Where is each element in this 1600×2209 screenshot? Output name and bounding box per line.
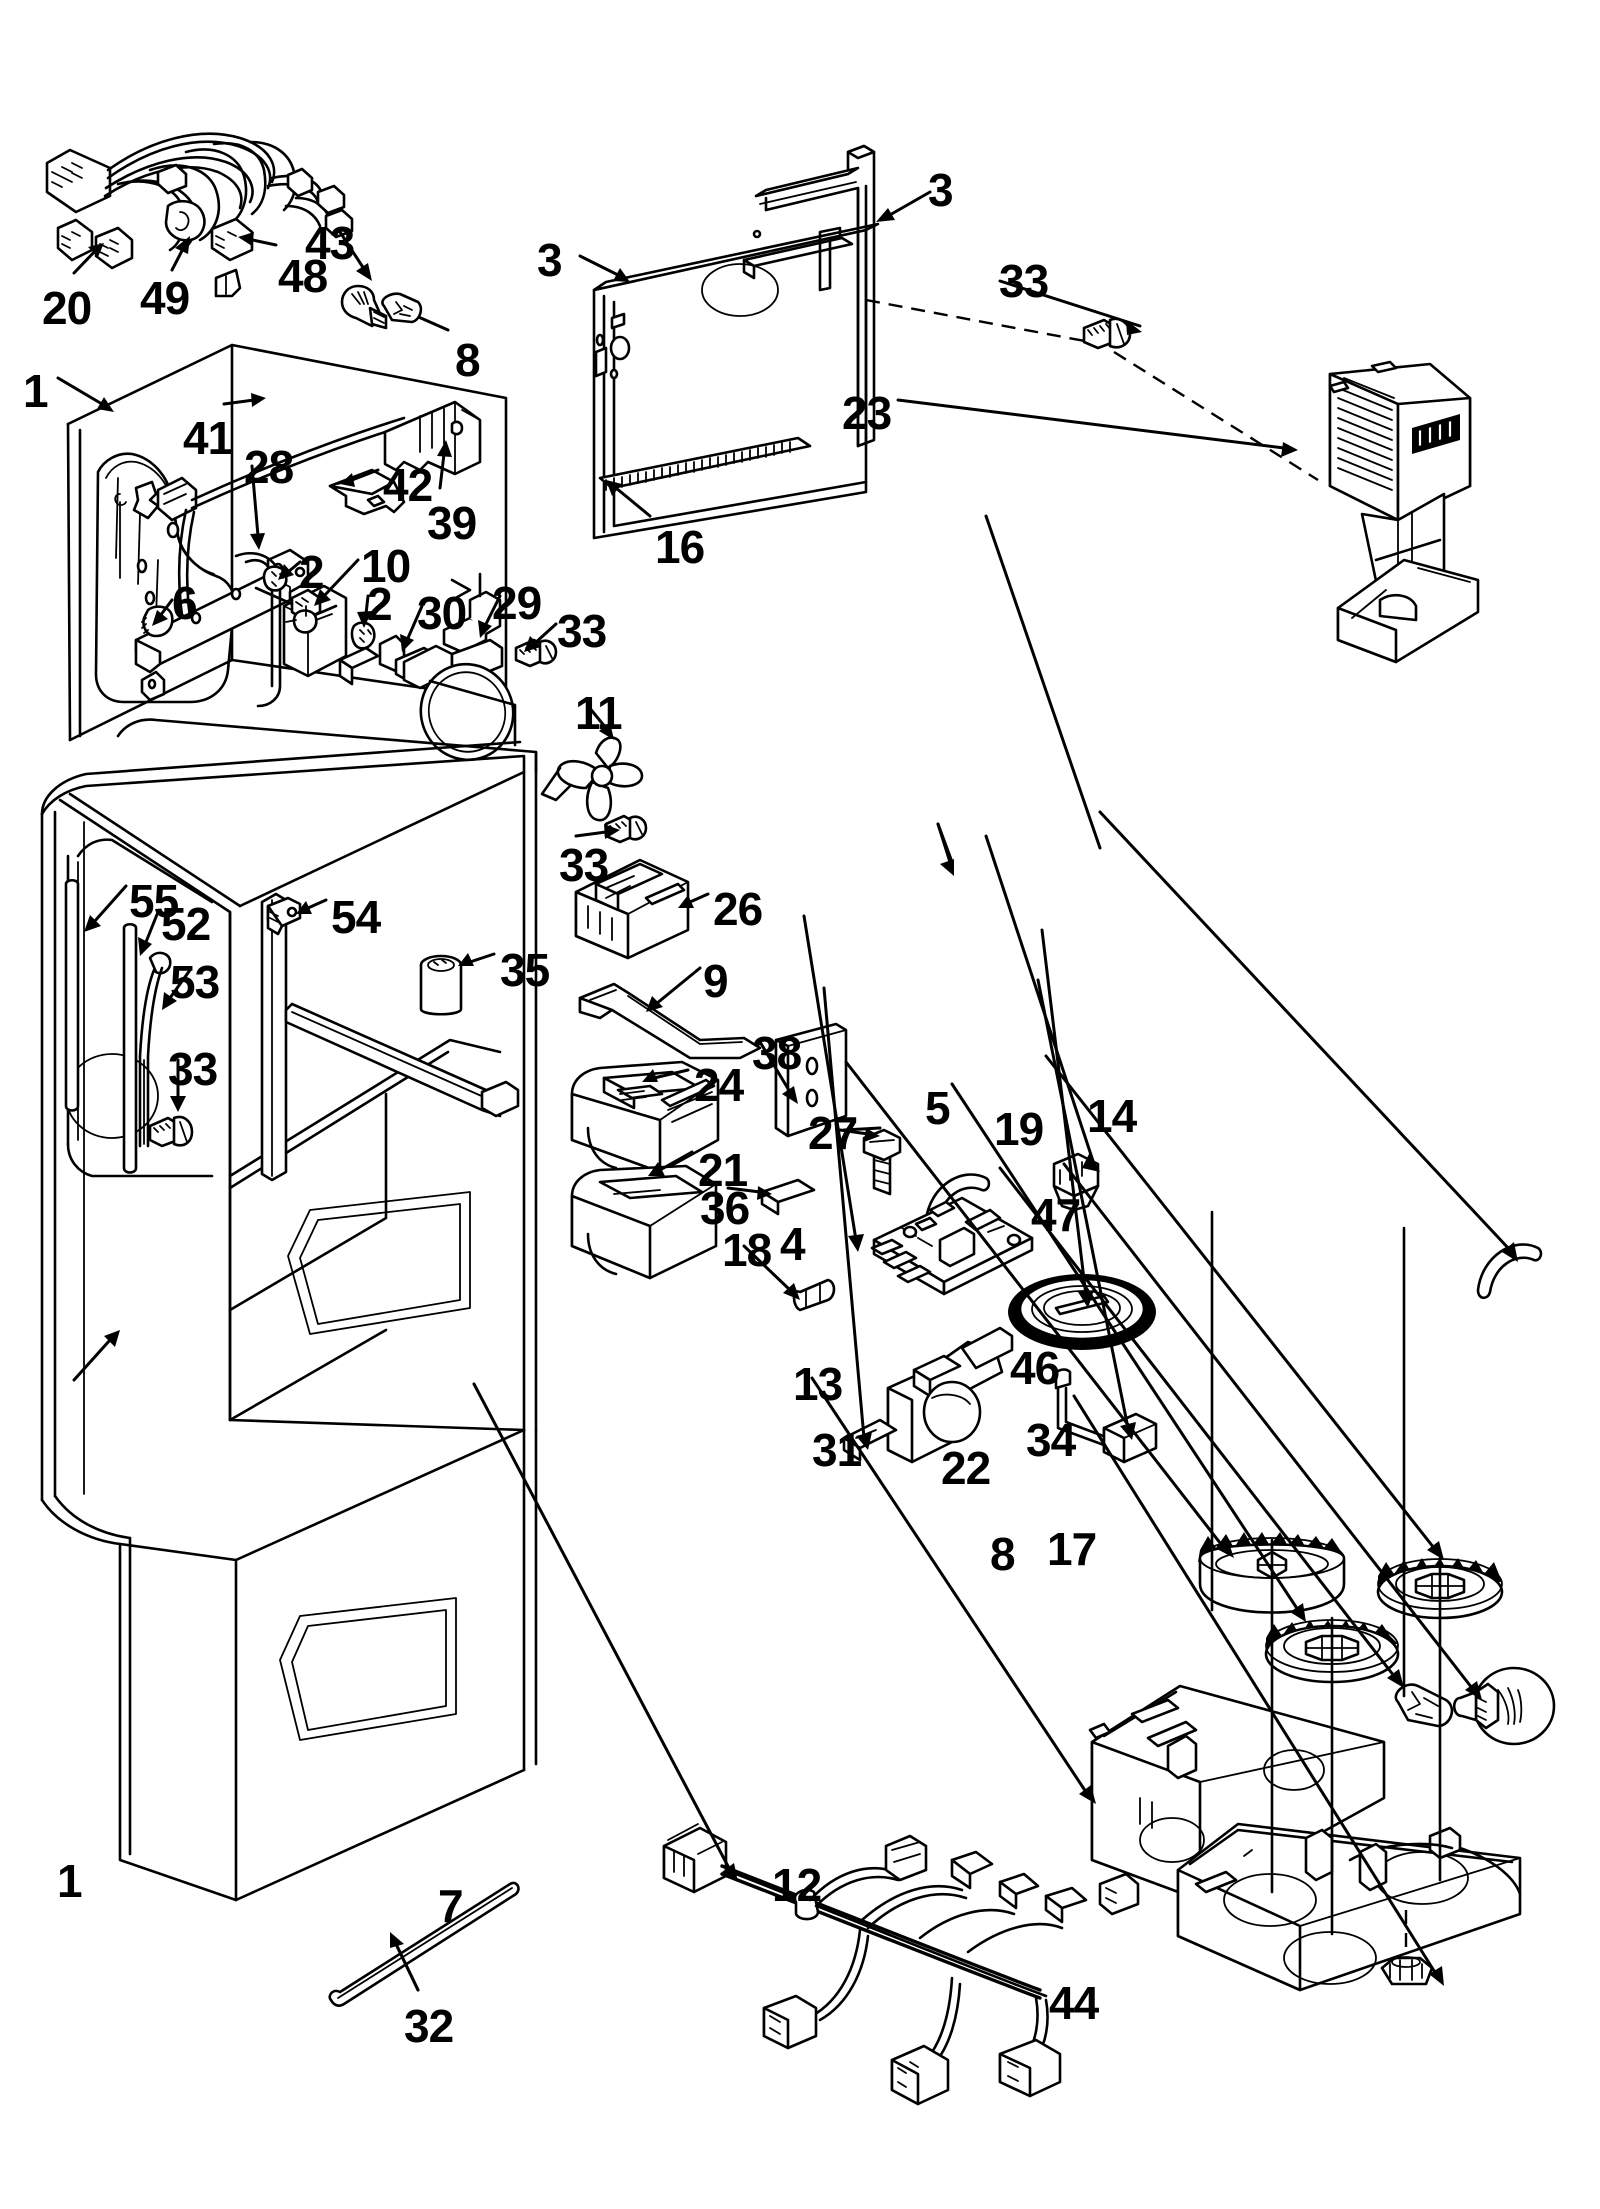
callout-20: 20 xyxy=(42,282,92,334)
callout-12: 12 xyxy=(772,1859,822,1911)
cabinet-rail-graphic xyxy=(260,892,288,1182)
callout-26: 26 xyxy=(713,883,763,935)
callout-2b: 2 xyxy=(367,578,393,630)
callout-7: 7 xyxy=(438,1880,464,1932)
callout-11: 11 xyxy=(575,687,623,739)
interior-rail-graphic xyxy=(284,1002,520,1118)
callout-4: 4 xyxy=(780,1218,806,1270)
cabinet-liner-graphic xyxy=(66,343,508,742)
damper-control-13-graphic xyxy=(842,1326,1014,1464)
callout-13: 13 xyxy=(793,1358,843,1410)
capacitor-18-graphic xyxy=(792,1278,836,1312)
callout-32: 32 xyxy=(404,2000,454,2052)
callout-34: 34 xyxy=(1026,1414,1076,1466)
callout-38: 38 xyxy=(752,1027,802,1079)
section-tick-marks xyxy=(450,572,482,602)
callout-55: 55 xyxy=(129,875,179,927)
rear-liner-panel-16-graphic xyxy=(592,222,880,540)
callout-1b: 1 xyxy=(57,1855,83,1907)
lower-wire-harness-7-graphic xyxy=(662,1823,1140,2106)
cover-tab-36-graphic xyxy=(760,1178,816,1216)
callout-27: 27 xyxy=(808,1107,858,1159)
callout-54: 54 xyxy=(331,891,381,943)
light-bulb-43-graphic xyxy=(340,284,388,330)
light-housing-39-graphic xyxy=(383,400,482,476)
callout-6: 6 xyxy=(172,577,198,629)
lamp-socket-8a-graphic xyxy=(381,292,423,324)
screw-33d-graphic xyxy=(148,1115,194,1148)
screw-33a-graphic xyxy=(1082,317,1132,350)
callout-3b: 3 xyxy=(928,164,954,216)
callout-3a: 3 xyxy=(537,234,563,286)
assembly-line-23 xyxy=(1113,350,1319,482)
base-pan-12-graphic xyxy=(1088,1210,1522,1992)
callout-24: 24 xyxy=(694,1059,744,1111)
callout-46: 46 xyxy=(1010,1342,1060,1394)
callout-10: 10 xyxy=(361,540,411,592)
callout-28: 28 xyxy=(244,441,294,493)
callout-18: 18 xyxy=(722,1224,772,1276)
drain-pan-lower-21-graphic xyxy=(570,1164,718,1280)
assembly-line-33 xyxy=(865,298,1091,344)
callout-48: 48 xyxy=(278,250,328,302)
main-wire-harness-graphic xyxy=(45,132,354,270)
callout-44: 44 xyxy=(1049,1977,1099,2029)
light-bulb-17-graphic xyxy=(1452,1666,1556,1746)
shelf-support-rod-32-graphic xyxy=(328,1881,520,2007)
callout-42: 42 xyxy=(383,459,433,511)
door-trim-breaker-3b-graphic xyxy=(754,144,876,448)
defrost-control-26-graphic xyxy=(574,858,690,960)
thermistor-bracket-46-graphic xyxy=(1053,1368,1158,1464)
callout-19: 19 xyxy=(994,1103,1044,1155)
wire-clip-48-graphic xyxy=(214,268,242,298)
callout-41: 41 xyxy=(183,412,233,464)
callout-53: 53 xyxy=(170,956,220,1008)
cabinet-body-graphic xyxy=(40,718,538,1902)
drain-pan-upper-24-graphic xyxy=(570,1060,720,1174)
leader-lines xyxy=(56,190,1518,1992)
callout-1a: 1 xyxy=(23,365,49,417)
callout-47: 47 xyxy=(1031,1189,1081,1241)
callout-43: 43 xyxy=(305,217,355,269)
lamp-socket-8b-graphic xyxy=(1394,1683,1454,1728)
callout-5: 5 xyxy=(925,1082,951,1134)
callout-23: 23 xyxy=(842,387,892,439)
callout-21: 21 xyxy=(698,1144,748,1196)
callout-49: 49 xyxy=(140,272,190,324)
drain-plug-35-graphic xyxy=(419,954,463,1016)
callout-14: 14 xyxy=(1087,1090,1137,1142)
callout-29: 29 xyxy=(492,577,542,629)
shelf-clip-54-graphic xyxy=(266,896,302,936)
ground-wire-53-graphic xyxy=(138,951,172,1148)
callout-33b: 33 xyxy=(557,605,607,657)
callout-8b: 8 xyxy=(990,1528,1016,1580)
callout-30: 30 xyxy=(417,587,467,639)
callout-2a: 2 xyxy=(299,546,325,598)
leveling-nut-44-graphic xyxy=(1380,1910,1434,1986)
callout-33c: 33 xyxy=(559,839,609,891)
callout-33d: 33 xyxy=(168,1043,218,1095)
callout-39: 39 xyxy=(427,497,477,549)
callout-8a: 8 xyxy=(455,334,481,386)
shelf-support-rod-55-graphic xyxy=(64,878,80,1112)
control-board-4-graphic xyxy=(870,1196,1034,1296)
callout-9: 9 xyxy=(703,955,729,1007)
callout-22: 22 xyxy=(941,1442,991,1494)
grommet-2b-graphic xyxy=(350,621,376,650)
callout-36: 36 xyxy=(700,1182,750,1234)
callout-31: 31 xyxy=(812,1424,862,1476)
callout-17: 17 xyxy=(1047,1523,1097,1575)
cover-plate-42-graphic xyxy=(328,468,406,516)
drain-trough-9-graphic xyxy=(578,982,762,1060)
air-duct-grille-23-graphic xyxy=(1328,360,1480,664)
callout-33a: 33 xyxy=(999,255,1049,307)
callout-52: 52 xyxy=(161,898,211,950)
callout-35: 35 xyxy=(500,944,550,996)
shelf-support-rod-52-graphic xyxy=(122,922,138,1174)
callout-16: 16 xyxy=(655,521,705,573)
